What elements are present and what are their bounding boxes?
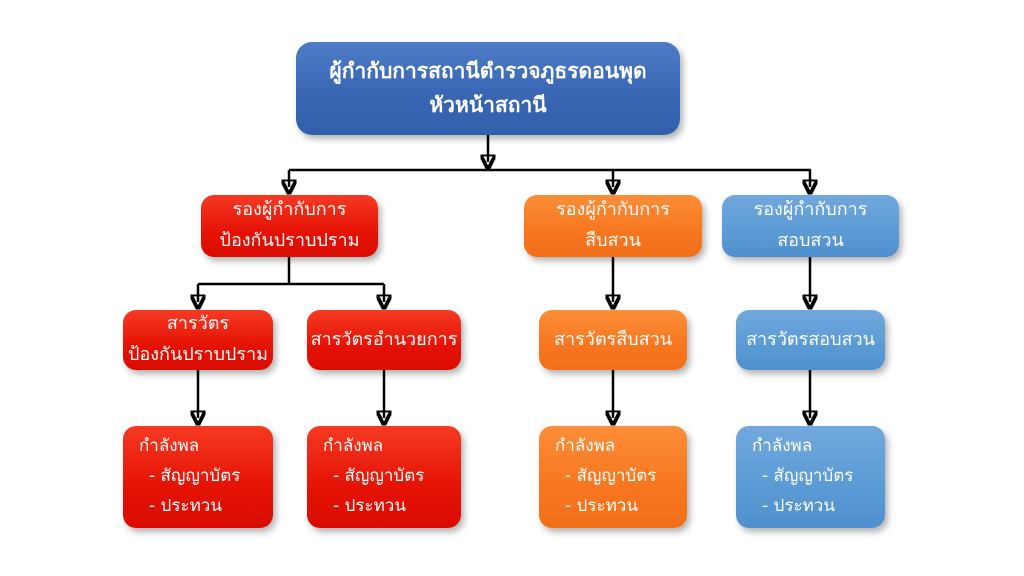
personnel-inquiry-item2: - ประทวน [762,495,835,516]
superintendent-title: ผู้กำกับการสถานีตำรวจภูธรดอนพุด [329,58,647,83]
personnel-investigation-title: กำลังพล [555,436,616,457]
personnel-prevention-title: กำลังพล [139,436,200,457]
deputy-inquiry-line2: สอบสวน [777,230,844,251]
node-deputy-investigation: รองผู้กำกับการ สืบสวน [524,195,702,257]
personnel-admin-item2: - ประทวน [333,495,406,516]
node-personnel-investigation: กำลังพล - สัญญาบัตร - ประทวน [539,426,687,528]
node-inspector-prevention: สารวัตร ป้องกันปราบปราม [123,310,273,370]
node-personnel-prevention: กำลังพล - สัญญาบัตร - ประทวน [123,426,273,528]
personnel-inquiry-item1: - สัญญาบัตร [762,466,854,487]
deputy-investigation-line2: สืบสวน [585,230,641,251]
node-personnel-admin: กำลังพล - สัญญาบัตร - ประทวน [307,426,461,528]
node-deputy-prevention: รองผู้กำกับการ ป้องกันปราบปราม [201,195,378,257]
inspector-prevention-line1: สารวัตร [166,313,230,335]
inspector-inquiry-label: สารวัตรสอบสวน [746,328,875,350]
deputy-investigation-line1: รองผู้กำกับการ [556,199,670,221]
personnel-prevention-item1: - สัญญาบัตร [149,466,241,487]
personnel-investigation-item2: - ประทวน [565,495,638,516]
personnel-prevention-item2: - ประทวน [149,495,222,516]
deputy-prevention-line2: ป้องกันปราบปราม [219,230,360,251]
personnel-admin-title: กำลังพล [323,436,384,457]
node-deputy-inquiry: รองผู้กำกับการ สอบสวน [722,195,899,257]
personnel-inquiry-title: กำลังพล [752,436,813,457]
node-personnel-inquiry: กำลังพล - สัญญาบัตร - ประทวน [736,426,885,528]
deputy-inquiry-line1: รองผู้กำกับการ [753,199,868,221]
personnel-investigation-item1: - สัญญาบัตร [565,466,657,487]
node-inspector-admin: สารวัตรอำนวยการ [307,310,461,370]
inspector-prevention-line2: ป้องกันปราบปราม [128,344,268,365]
inspector-investigation-label: สารวัตรสืบสวน [553,328,673,350]
personnel-admin-item1: - สัญญาบัตร [333,466,425,487]
node-inspector-inquiry: สารวัตรสอบสวน [736,310,885,370]
node-superintendent: ผู้กำกับการสถานีตำรวจภูธรดอนพุด หัวหน้าส… [296,42,680,135]
deputy-prevention-line1: รองผู้กำกับการ [232,199,347,221]
superintendent-subtitle: หัวหน้าสถานี [429,92,547,117]
inspector-admin-label: สารวัตรอำนวยการ [310,328,458,350]
node-inspector-investigation: สารวัตรสืบสวน [539,310,687,370]
